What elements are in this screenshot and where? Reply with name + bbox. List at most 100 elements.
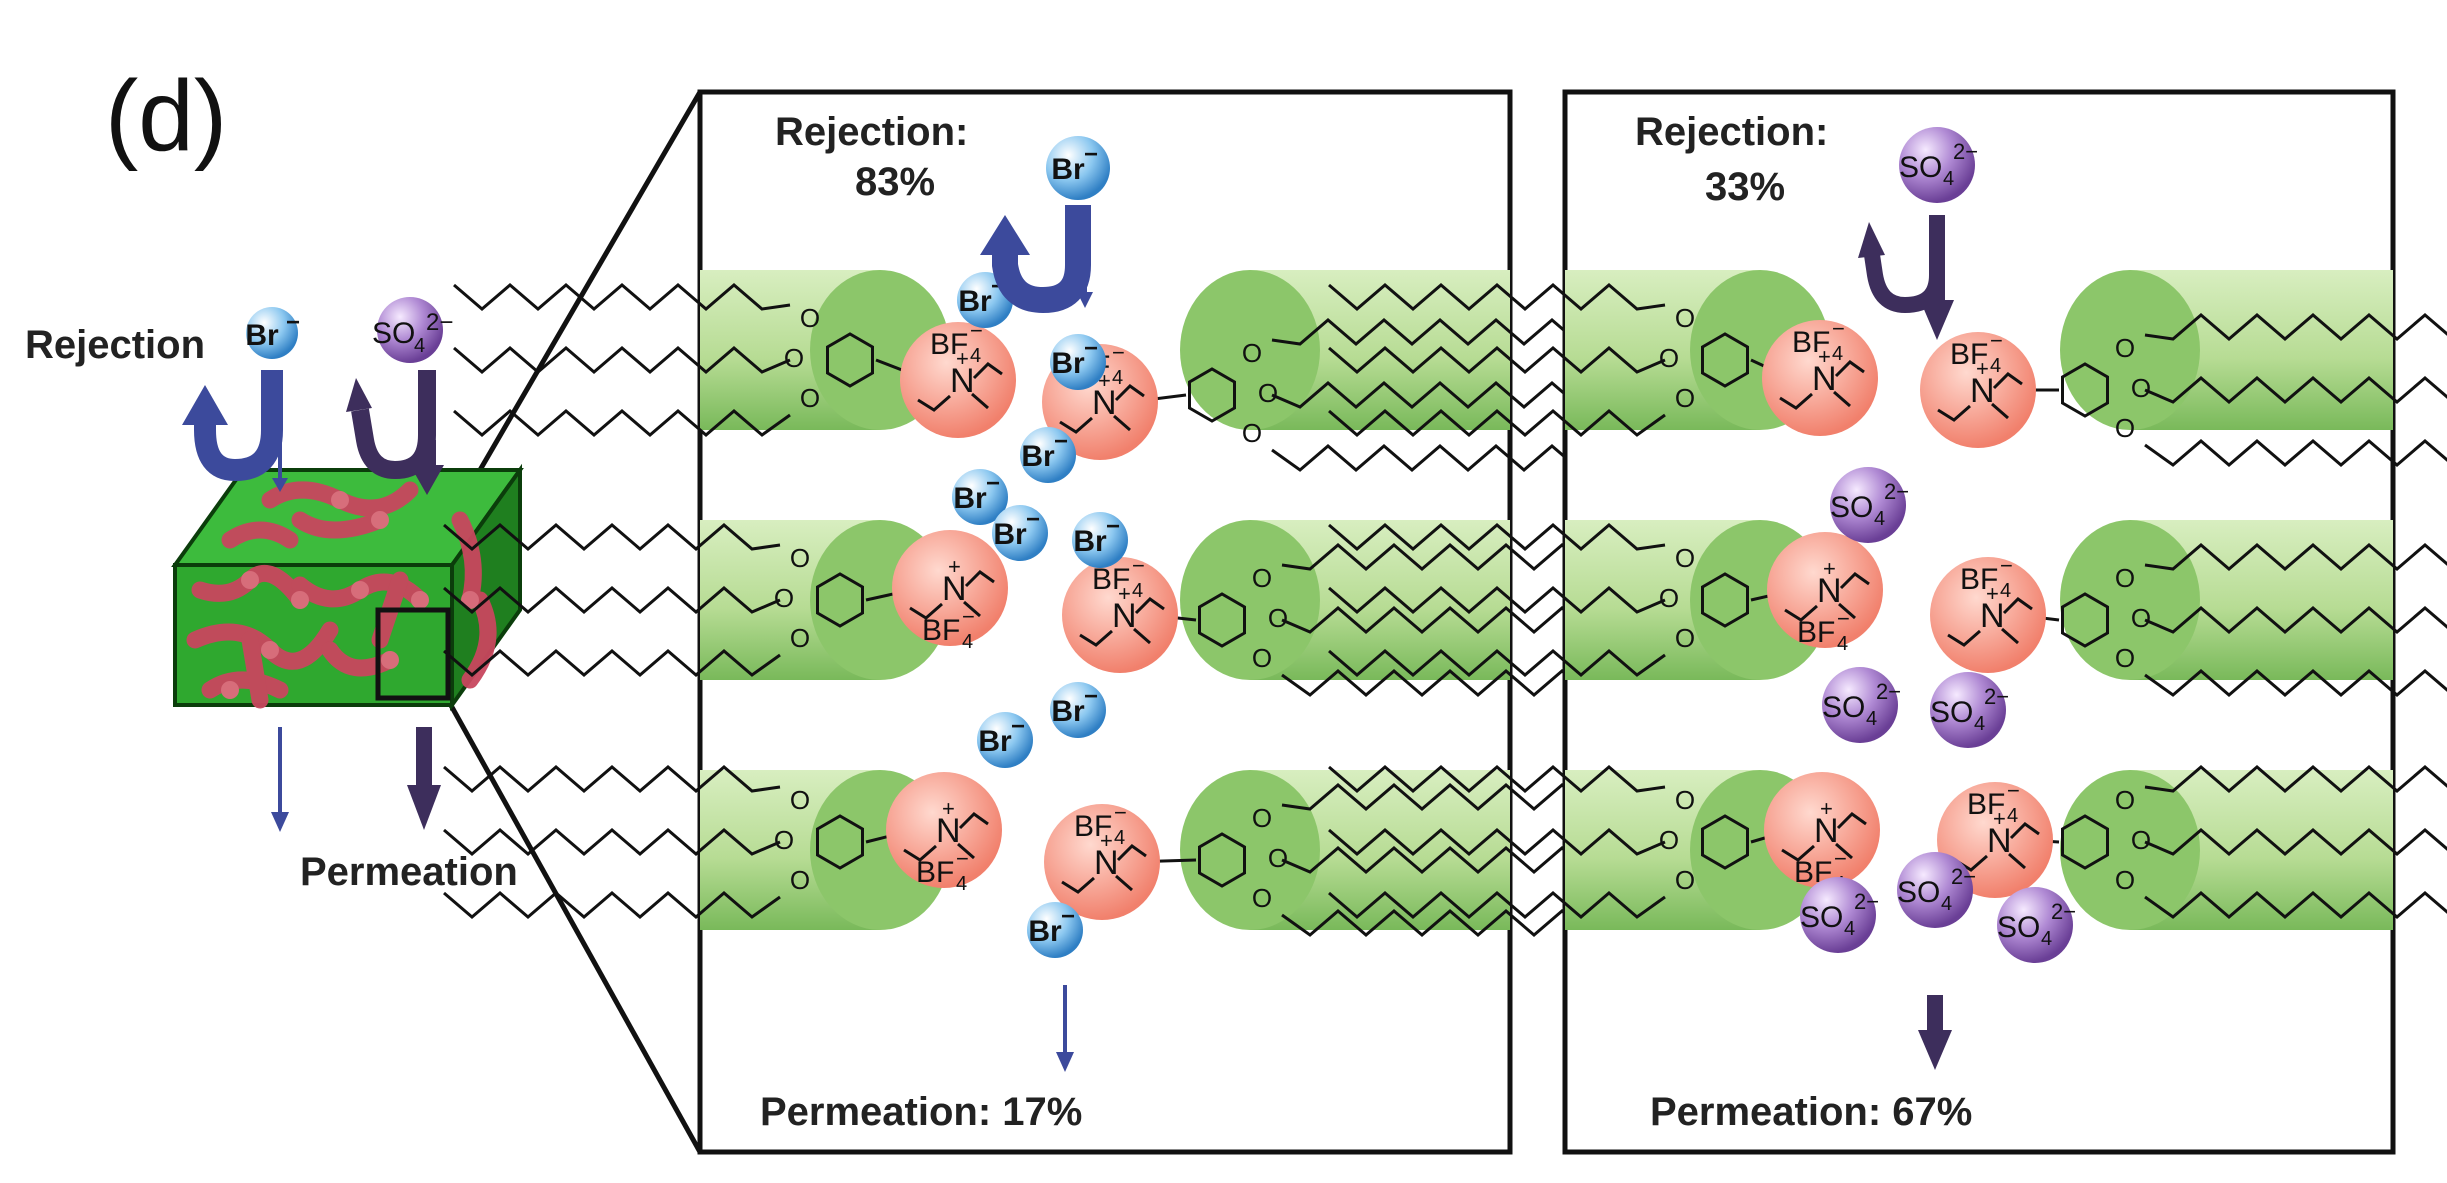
svg-text:4: 4 xyxy=(1874,508,1885,530)
svg-text:−: − xyxy=(962,604,975,629)
panel-label: (d) xyxy=(105,60,227,172)
svg-text:SO: SO xyxy=(1830,491,1873,524)
svg-text:−: − xyxy=(1132,553,1145,578)
svg-text:2−: 2− xyxy=(1984,684,2009,709)
panel-br-ions: Br−Br−Br−Br−Br−Br−Br−Br−Br−Br− xyxy=(952,136,1128,958)
svg-text:BF: BF xyxy=(1950,338,1988,371)
overview-permeation-arrows xyxy=(271,727,441,832)
svg-text:−: − xyxy=(1114,800,1127,825)
svg-text:O: O xyxy=(790,543,810,573)
svg-text:N: N xyxy=(1980,597,2005,635)
svg-text:2−: 2− xyxy=(2051,899,2076,924)
svg-text:N: N xyxy=(1094,844,1119,882)
svg-text:Br: Br xyxy=(993,518,1027,551)
svg-text:O: O xyxy=(1659,343,1679,373)
svg-text:BF: BF xyxy=(1967,788,2005,821)
svg-text:O: O xyxy=(1675,623,1695,653)
svg-text:Br: Br xyxy=(958,285,992,318)
membrane-block xyxy=(171,463,524,712)
svg-text:4: 4 xyxy=(1132,580,1143,602)
svg-text:Br: Br xyxy=(1051,695,1085,728)
svg-text:4: 4 xyxy=(1114,827,1125,849)
br-ion: Br− xyxy=(1072,512,1128,568)
svg-text:+: + xyxy=(1976,356,1989,381)
svg-text:N: N xyxy=(942,570,967,608)
br-ion: Br− xyxy=(952,469,1008,525)
svg-text:4: 4 xyxy=(1943,168,1954,190)
svg-text:+: + xyxy=(1993,806,2006,831)
svg-text:−: − xyxy=(1011,713,1025,740)
svg-text:SO: SO xyxy=(372,317,415,350)
overview-so4-ion: SO 4 2− xyxy=(372,297,453,363)
svg-text:SO: SO xyxy=(1800,901,1843,934)
overview-rejection-label: Rejection xyxy=(25,323,205,367)
svg-text:2−: 2− xyxy=(1854,889,1879,914)
svg-text:N: N xyxy=(1970,372,1995,410)
svg-text:2−: 2− xyxy=(1876,679,1901,704)
svg-text:4: 4 xyxy=(962,631,973,653)
svg-text:Br: Br xyxy=(245,319,279,352)
svg-text:4: 4 xyxy=(2000,580,2011,602)
svg-text:−: − xyxy=(1061,903,1075,930)
svg-text:O: O xyxy=(1675,785,1695,815)
svg-text:O: O xyxy=(1659,583,1679,613)
overview: Rejection Br − SO 4 2− xyxy=(25,297,524,894)
svg-text:−: − xyxy=(2000,553,2013,578)
svg-text:+: + xyxy=(1823,556,1836,581)
svg-text:O: O xyxy=(1252,883,1272,913)
svg-text:4: 4 xyxy=(2041,928,2052,950)
panel-so4-permeation-arrow xyxy=(1918,995,1952,1070)
svg-text:−: − xyxy=(1054,428,1068,455)
svg-text:O: O xyxy=(1675,303,1695,333)
svg-text:O: O xyxy=(1252,563,1272,593)
svg-text:Br: Br xyxy=(1073,525,1107,558)
overview-br-rejection-arrow xyxy=(182,370,288,492)
svg-text:BF: BF xyxy=(930,328,968,361)
svg-text:4: 4 xyxy=(1990,355,2001,377)
svg-text:+: + xyxy=(1118,581,1131,606)
br-ion: Br− xyxy=(992,505,1048,561)
svg-text:O: O xyxy=(800,383,820,413)
svg-text:SO: SO xyxy=(1897,876,1940,909)
svg-text:+: + xyxy=(1986,581,1999,606)
panel-so4-rejection-label: Rejection: xyxy=(1635,110,1828,154)
svg-text:−: − xyxy=(1112,340,1125,365)
svg-text:O: O xyxy=(790,865,810,895)
panel-br: OOON+BF4−OOON+BF4−OOON+BF4−OOON+BF4−OOON… xyxy=(443,89,1619,1155)
svg-text:O: O xyxy=(1252,803,1272,833)
svg-text:O: O xyxy=(1242,418,1262,448)
svg-text:+: + xyxy=(942,796,955,821)
svg-text:Br: Br xyxy=(1051,347,1085,380)
svg-text:−: − xyxy=(1990,328,2003,353)
br-ion: Br− xyxy=(1046,136,1110,200)
svg-text:O: O xyxy=(2115,643,2135,673)
svg-text:−: − xyxy=(1832,316,1845,341)
overview-br-ion: Br − xyxy=(245,307,300,359)
svg-text:O: O xyxy=(774,825,794,855)
svg-text:O: O xyxy=(2115,333,2135,363)
svg-text:O: O xyxy=(1242,338,1262,368)
svg-text:N: N xyxy=(1812,360,1837,398)
svg-text:4: 4 xyxy=(1941,893,1952,915)
svg-text:4: 4 xyxy=(970,345,981,367)
svg-text:BF: BF xyxy=(1092,563,1130,596)
panel-br-rejection-value: 83% xyxy=(855,160,935,204)
svg-text:4: 4 xyxy=(1844,918,1855,940)
svg-text:O: O xyxy=(1675,543,1695,573)
svg-text:N: N xyxy=(950,362,975,400)
zoom-line-top xyxy=(445,90,703,527)
svg-text:SO: SO xyxy=(1930,696,1973,729)
svg-text:−: − xyxy=(1837,606,1850,631)
svg-text:BF: BF xyxy=(916,856,954,889)
panel-br-permeation-arrow xyxy=(1056,985,1074,1072)
svg-text:O: O xyxy=(1268,603,1288,633)
svg-text:O: O xyxy=(1659,825,1679,855)
